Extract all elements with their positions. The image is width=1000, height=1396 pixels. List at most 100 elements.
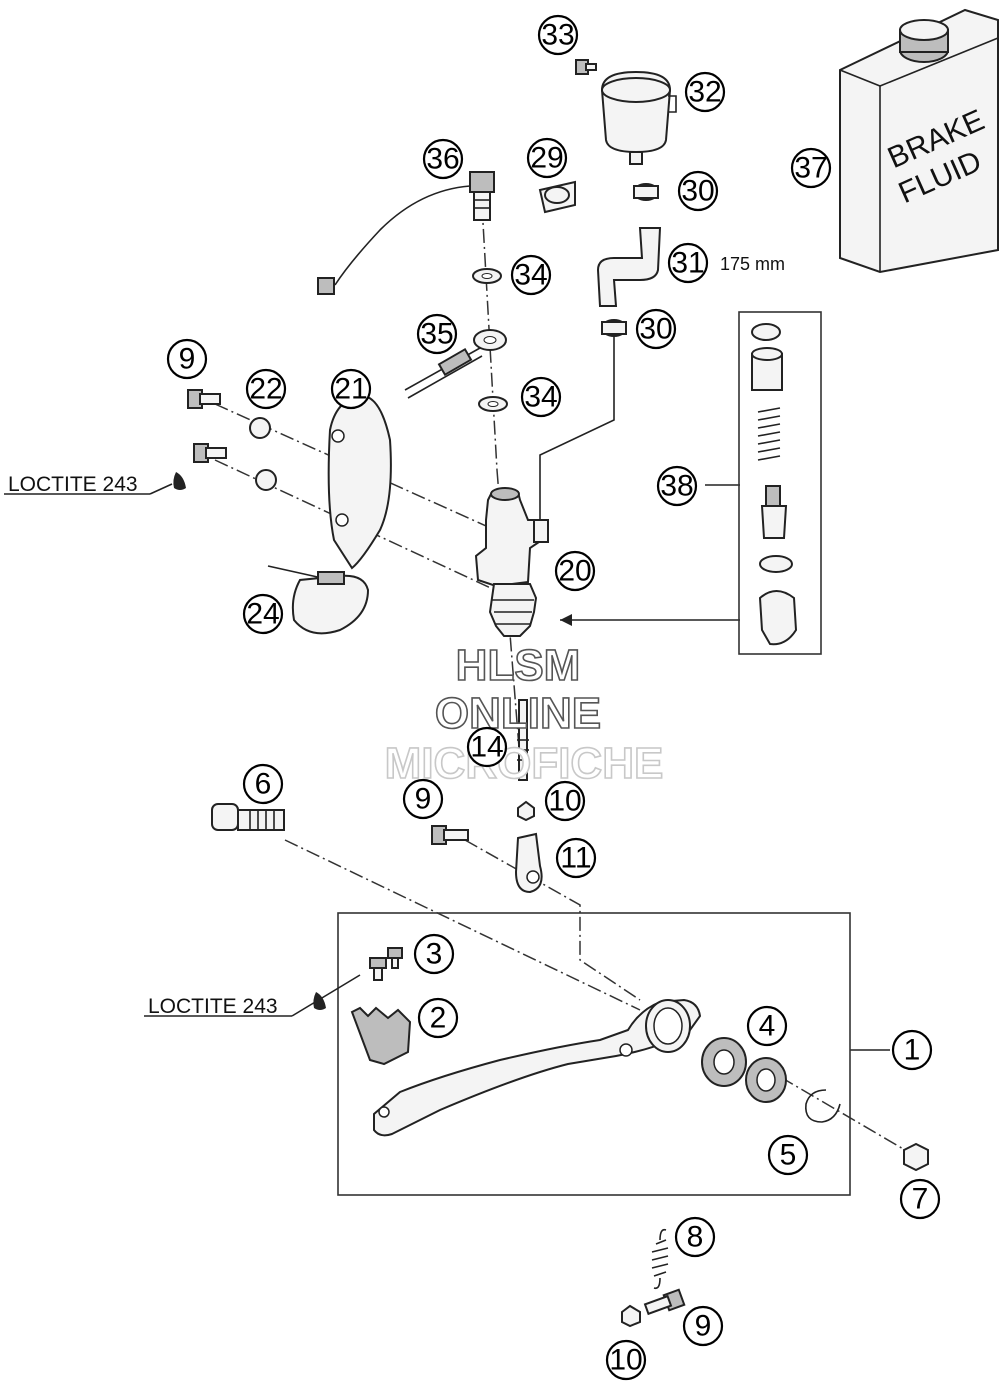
loctite-drop-icon-2 [313,992,326,1010]
step-screws [369,947,403,981]
callout-37: 37 [790,147,832,189]
svg-text:37: 37 [794,152,827,185]
svg-text:3: 3 [426,938,443,971]
svg-text:36: 36 [426,143,459,176]
callout-38: 38 [656,465,698,507]
svg-text:21: 21 [334,373,367,406]
svg-text:20: 20 [558,555,591,588]
callout-4: 4 [746,1005,788,1047]
callouts: 33 32 37 36 29 30 31 34 35 30 9 22 21 34… [166,14,941,1381]
bushing-22-lower [255,469,277,491]
callout-8: 8 [674,1216,716,1258]
loctite-note-top: LOCTITE 243 [4,472,186,496]
bolt-9-middle [431,825,469,845]
svg-text:10: 10 [548,785,581,818]
svg-text:7: 7 [912,1183,929,1216]
hose-clip-29 [538,180,576,214]
brake-light-switch [317,171,495,295]
circlip [805,1089,841,1123]
callout-30-upper: 30 [677,170,719,212]
svg-text:9: 9 [415,783,432,816]
callout-35: 35 [416,313,458,355]
hose-clip-30a [633,183,659,201]
svg-text:6: 6 [255,768,272,801]
callout-32: 32 [684,71,726,113]
svg-text:5: 5 [780,1139,797,1172]
svg-text:34: 34 [524,381,557,414]
callout-10-upper: 10 [544,780,586,822]
svg-text:8: 8 [687,1221,704,1254]
callout-3: 3 [413,933,455,975]
arrow-head [560,614,572,626]
callout-33: 33 [537,14,579,56]
svg-text:31: 31 [671,247,704,280]
callout-10-lower: 10 [605,1339,647,1381]
clevis [514,832,543,894]
callout-14: 14 [466,726,508,768]
watermark-line1: HLSM [456,641,581,690]
repair-kit-parts [751,323,798,646]
watermark: HLSM ONLINE MICROFICHE [384,640,664,789]
collar-nut [903,1142,929,1172]
callout-30-lower: 30 [635,308,677,350]
pedal-step [350,1006,412,1066]
heel-guard [327,394,392,570]
bushing-22-upper [249,417,271,439]
pedal-assembly-box [337,912,851,1196]
svg-text:2: 2 [430,1002,447,1035]
callout-9-upper: 9 [166,338,208,380]
callout-1: 1 [891,1029,933,1071]
svg-text:14: 14 [470,731,503,764]
callout-11: 11 [555,837,597,879]
bearing-lower [745,1057,787,1103]
bolt-9-lower [193,443,227,463]
nut-10-bottom [621,1304,641,1328]
callout-22: 22 [245,368,287,410]
callout-34-lower: 34 [520,376,562,418]
push-rod [517,699,529,781]
master-cylinder [474,487,549,637]
svg-text:9: 9 [179,343,196,376]
svg-text:22: 22 [249,373,282,406]
bolt-9-bottom [643,1288,686,1316]
callout-20: 20 [554,550,596,592]
watermark-line2: ONLINE [435,689,601,738]
loctite-drop-icon [173,472,186,490]
svg-text:33: 33 [541,19,574,52]
hose-clip-30b [601,319,627,337]
pivot-bolt [211,803,285,831]
cable-tie [267,565,370,635]
callout-6: 6 [242,763,284,805]
loctite-note-bottom: LOCTITE 243 [144,974,361,1018]
callout-5: 5 [767,1134,809,1176]
repair-kit-box [738,311,822,655]
svg-text:10: 10 [609,1344,642,1377]
loctite-label-top: LOCTITE 243 [8,473,138,496]
reservoir-screw [575,59,597,75]
bearing-upper [701,1037,747,1087]
svg-text:30: 30 [639,313,672,346]
svg-text:38: 38 [660,470,693,503]
return-spring [651,1228,669,1290]
svg-text:30: 30 [681,175,714,208]
callout-29: 29 [526,137,568,179]
washer-34b [478,396,508,412]
svg-text:11: 11 [560,842,591,875]
brake-line-banjo [404,329,507,399]
callout-36: 36 [422,138,464,180]
svg-text:9: 9 [695,1310,712,1343]
svg-text:35: 35 [420,318,453,351]
brake-fluid-can: BRAKE FLUID [839,8,999,274]
brake-pedal [373,998,702,1137]
washer-34a [472,268,502,284]
svg-text:24: 24 [246,598,279,631]
watermark-line3: MICROFICHE [385,739,664,788]
svg-text:29: 29 [530,142,563,175]
callout-31: 31 [667,242,709,284]
svg-text:4: 4 [759,1010,776,1043]
callout-9-middle: 9 [402,778,444,820]
loctite-label-bottom: LOCTITE 243 [148,995,278,1018]
reservoir [600,70,677,165]
